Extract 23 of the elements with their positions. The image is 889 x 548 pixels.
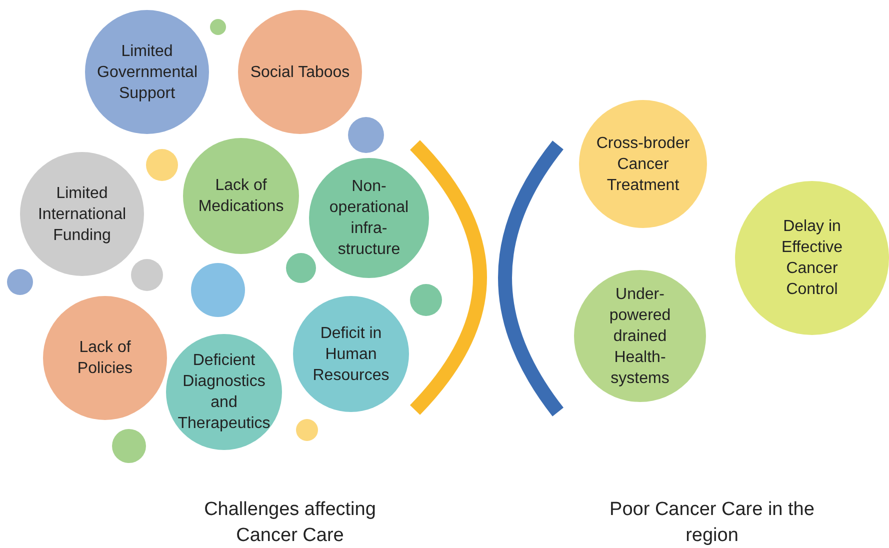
node-label: Lack of Policies [76,338,134,379]
bubble-circle [296,419,318,441]
bubble-circle [210,19,226,35]
node-label: Deficit in Human Resources [312,324,390,386]
bubble-circle [286,253,316,283]
bubble-circle [191,263,245,317]
caption-text: Challenges affecting Cancer Care [203,498,377,548]
caption-text: Poor Cancer Care in the region [608,498,816,548]
bubble-circle [131,259,163,291]
bubble-circle [348,117,384,153]
node-label: Social Taboos [249,62,351,82]
bubble-circle [410,284,442,316]
bubble-circle [146,149,178,181]
node-label: Limited International Funding [36,184,128,246]
node-label: Limited Governmental Support [97,42,197,104]
node-label: Non-operational infra-structure [328,177,410,260]
node-label: Cross-broder Cancer Treatment [595,134,691,196]
node-label: Delay in Effective Cancer Control [780,217,844,300]
node-label: Lack of Medications [197,176,285,217]
node-label: Under-powered drained Health-systems [608,284,672,388]
node-label: Deficient Diagnostics and Therapeutics [176,351,272,434]
bubble-circle [112,429,146,463]
bubble-circle [7,269,33,295]
